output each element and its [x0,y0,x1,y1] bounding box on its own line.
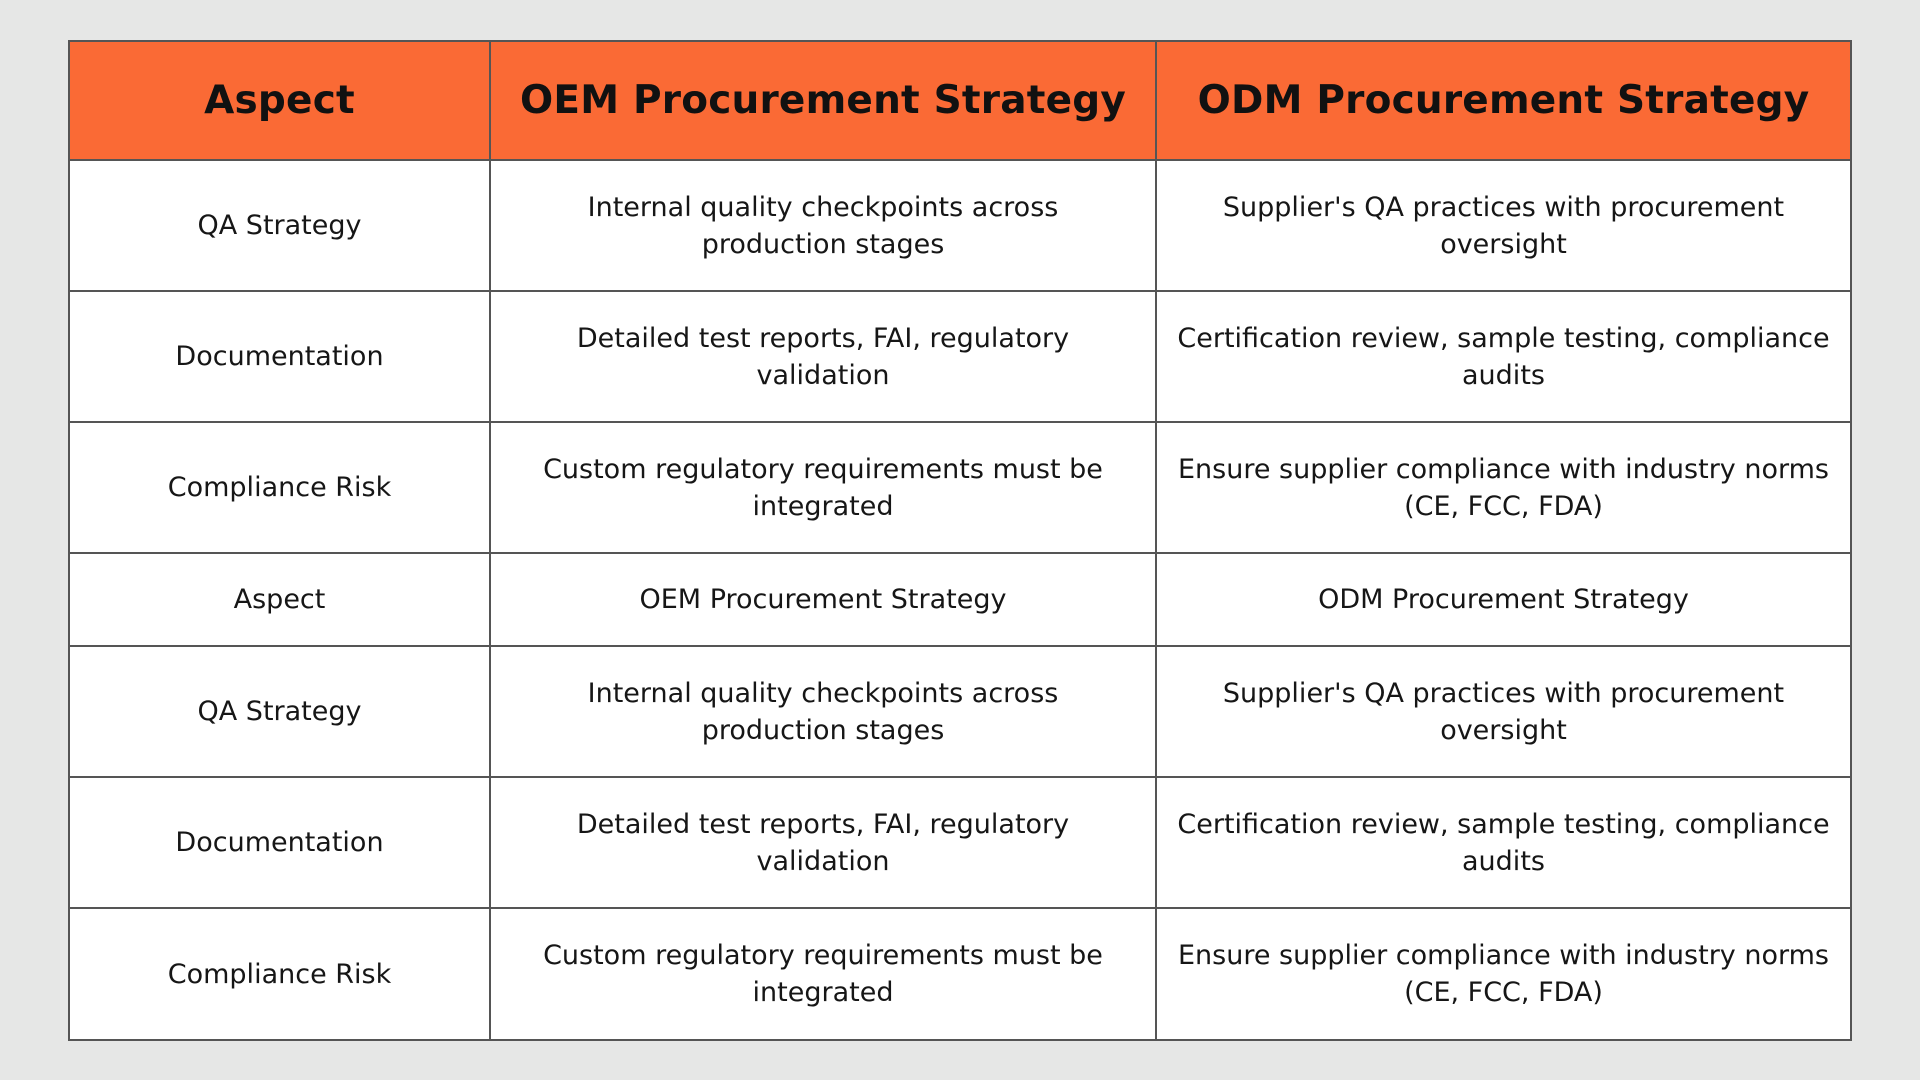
table-header: Aspect OEM Procurement Strategy ODM Proc… [70,42,1850,161]
table-row: Documentation Detailed test reports, FAI… [70,290,1850,423]
comparison-table-container: Aspect OEM Procurement Strategy ODM Proc… [68,40,1852,1041]
cell-aspect: QA Strategy [70,159,491,292]
comparison-table: Aspect OEM Procurement Strategy ODM Proc… [70,42,1850,1039]
table-body: QA Strategy Internal quality checkpoints… [70,159,1850,1039]
cell-oem: Detailed test reports, FAI, regulatory v… [489,290,1157,423]
header-odm-strategy: ODM Procurement Strategy [1155,42,1850,161]
table-row: QA Strategy Internal quality checkpoints… [70,645,1850,778]
cell-odm: Supplier's QA practices with procurement… [1155,159,1850,292]
cell-aspect: Documentation [70,776,491,909]
table-row: Documentation Detailed test reports, FAI… [70,776,1850,909]
cell-oem: OEM Procurement Strategy [489,552,1157,647]
header-aspect: Aspect [70,42,491,161]
cell-odm: ODM Procurement Strategy [1155,552,1850,647]
cell-odm: Ensure supplier compliance with industry… [1155,907,1850,1039]
cell-aspect: Compliance Risk [70,421,491,554]
cell-aspect: QA Strategy [70,645,491,778]
table-row: Compliance Risk Custom regulatory requir… [70,907,1850,1039]
cell-oem: Internal quality checkpoints across prod… [489,645,1157,778]
cell-odm: Certification review, sample testing, co… [1155,290,1850,423]
cell-odm: Certification review, sample testing, co… [1155,776,1850,909]
cell-oem: Custom regulatory requirements must be i… [489,421,1157,554]
table-row-repeated-header: Aspect OEM Procurement Strategy ODM Proc… [70,552,1850,647]
header-row: Aspect OEM Procurement Strategy ODM Proc… [70,42,1850,161]
cell-oem: Internal quality checkpoints across prod… [489,159,1157,292]
table-row: QA Strategy Internal quality checkpoints… [70,159,1850,292]
cell-aspect: Aspect [70,552,491,647]
cell-oem: Custom regulatory requirements must be i… [489,907,1157,1039]
cell-odm: Ensure supplier compliance with industry… [1155,421,1850,554]
cell-aspect: Compliance Risk [70,907,491,1039]
cell-odm: Supplier's QA practices with procurement… [1155,645,1850,778]
header-oem-strategy: OEM Procurement Strategy [489,42,1157,161]
cell-aspect: Documentation [70,290,491,423]
cell-oem: Detailed test reports, FAI, regulatory v… [489,776,1157,909]
table-row: Compliance Risk Custom regulatory requir… [70,421,1850,554]
